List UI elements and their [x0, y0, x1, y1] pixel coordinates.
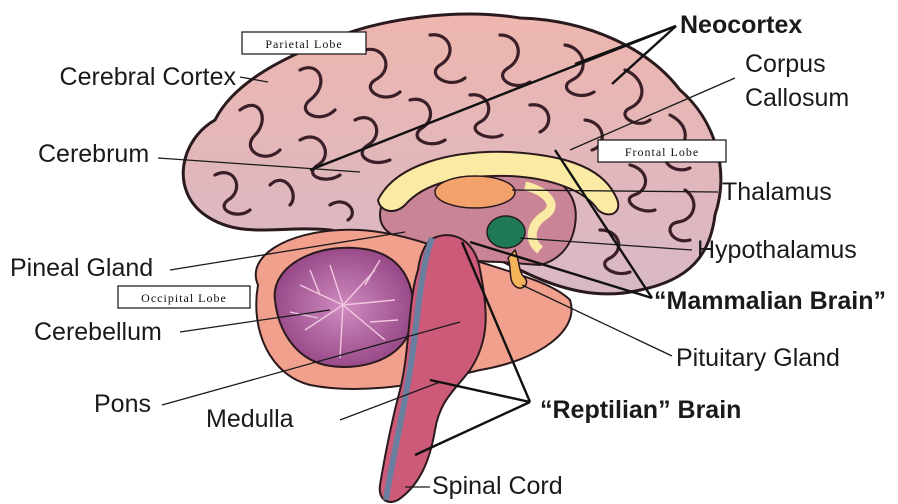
- frontal-lobe-label: Frontal Lobe: [625, 145, 699, 159]
- neocortex-label: Neocortex: [680, 11, 802, 39]
- corpus-label-line2: Callosum: [745, 84, 849, 112]
- hypothalamus-label: Hypothalamus: [697, 236, 857, 264]
- parietal-lobe-label: Parietal Lobe: [265, 37, 342, 51]
- medulla-label: Medulla: [206, 405, 294, 433]
- mammalian-brain-label: “Mammalian Brain”: [654, 287, 886, 315]
- pons-label: Pons: [94, 390, 151, 418]
- cerebral-cortex-label: Cerebral Cortex: [60, 63, 237, 91]
- cerebrum-label: Cerebrum: [38, 140, 149, 168]
- spinal-cord-label: Spinal Cord: [432, 472, 563, 500]
- reptilian-brain-label: “Reptilian” Brain: [540, 396, 741, 424]
- thalamus-shape: [435, 176, 515, 208]
- occipital-lobe-label: Occipital Lobe: [141, 291, 227, 305]
- thalamus-label: Thalamus: [722, 178, 832, 206]
- pituitary-gland-label: Pituitary Gland: [676, 344, 840, 372]
- cerebellum-label: Cerebellum: [34, 318, 162, 346]
- hypothalamus-shape: [487, 216, 525, 248]
- corpus-label-line1: Corpus: [745, 50, 826, 78]
- pineal-gland-label: Pineal Gland: [10, 254, 153, 282]
- cerebellum-shape: [275, 248, 413, 367]
